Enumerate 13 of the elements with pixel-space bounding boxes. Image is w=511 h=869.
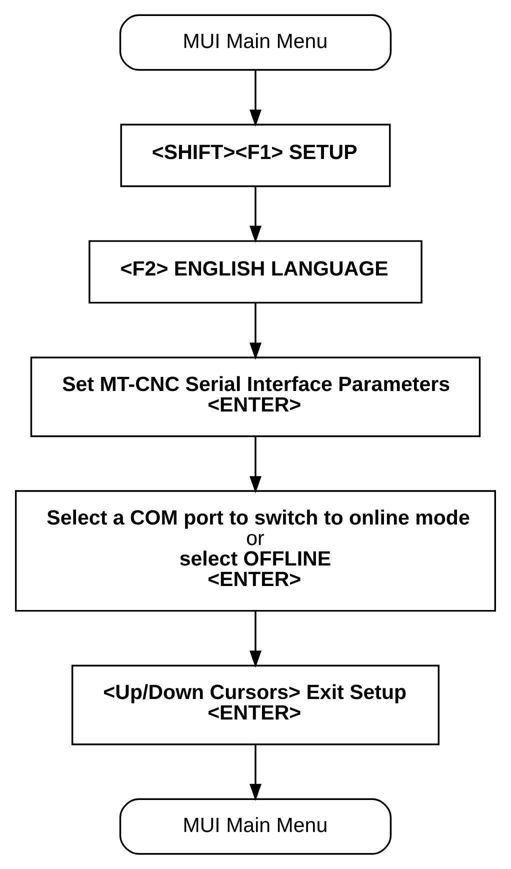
arrow: [250, 744, 262, 802]
node-box: <Up/Down Cursors> Exit Setup <ENTER>: [71, 664, 440, 746]
arrow: [250, 303, 262, 360]
node-box: Select a COM port to switch to online mode or select OFFLINE <ENTER>: [15, 490, 496, 612]
arrow: [250, 186, 262, 243]
arrow: [250, 436, 262, 494]
arrow: [250, 70, 262, 127]
node-box: <SHIFT><F1> SETUP: [120, 124, 391, 188]
node-box: <F2> ENGLISH LANGUAGE: [88, 240, 422, 304]
arrow: [250, 610, 262, 668]
node-box: Set MT-CNC Serial Interface Parameters <ENTER>: [30, 356, 481, 438]
node-box: MUI Main Menu: [119, 14, 392, 71]
node-box: MUI Main Menu: [119, 798, 392, 855]
